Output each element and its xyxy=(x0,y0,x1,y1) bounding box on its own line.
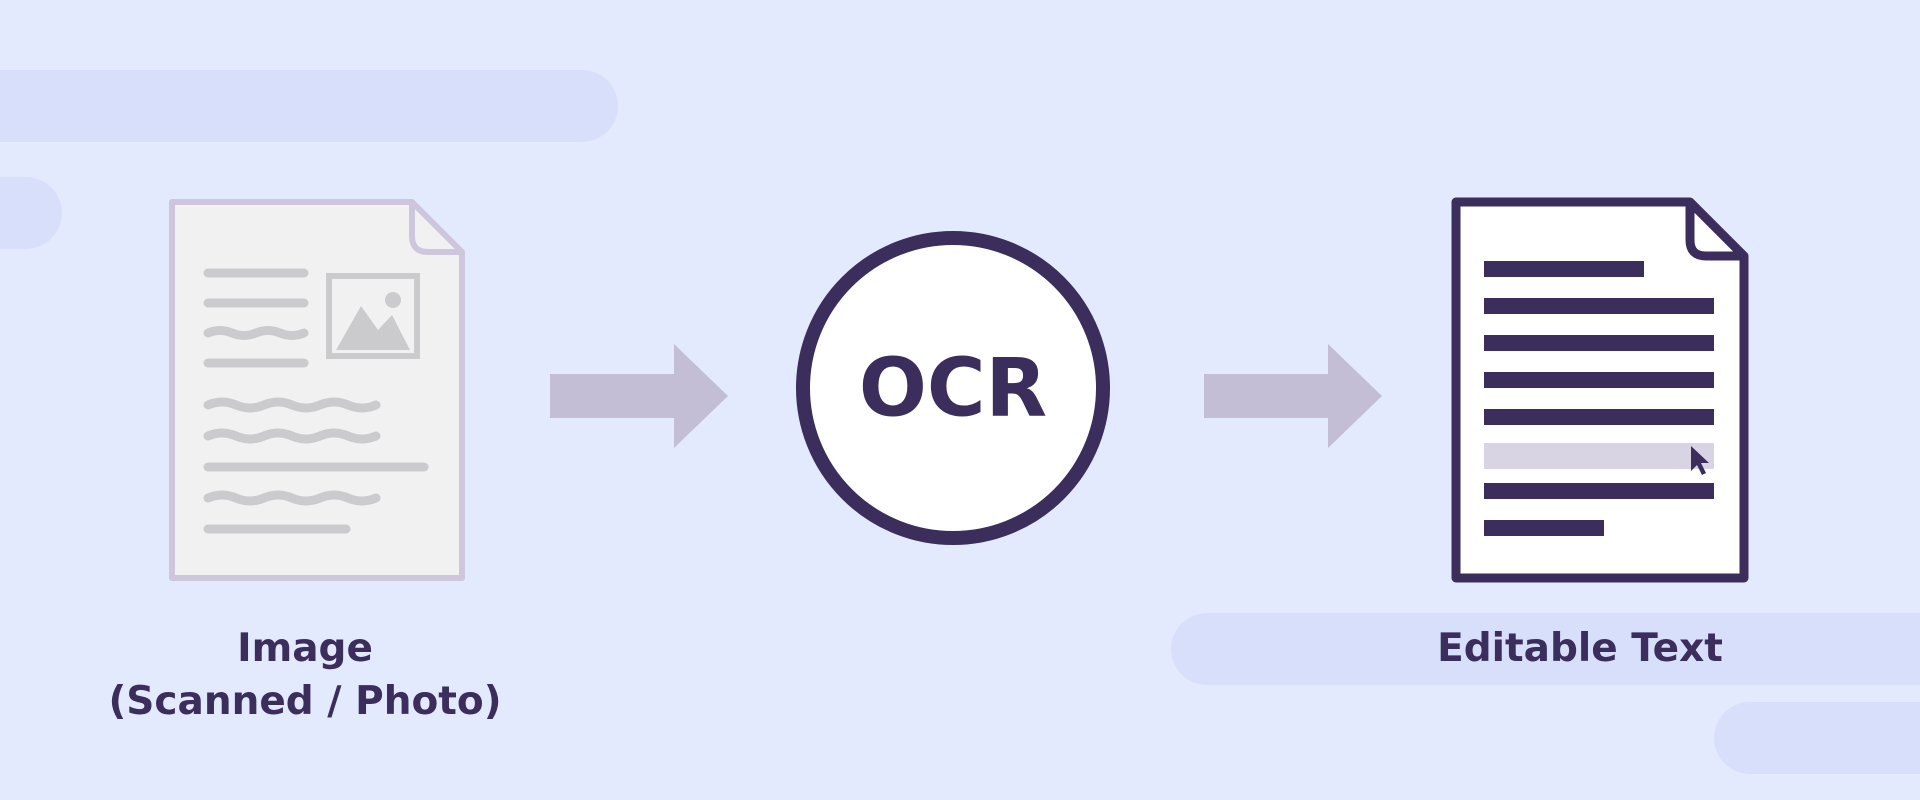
text-document-icon xyxy=(1451,197,1749,583)
scanned-document-icon xyxy=(169,199,465,581)
ocr-circle-icon xyxy=(796,231,1110,545)
decorative-pill xyxy=(1171,613,1920,685)
output-caption-text: Editable Text xyxy=(1437,626,1723,671)
arrow-right-icon xyxy=(1204,344,1382,448)
image-icon xyxy=(326,273,420,359)
decorative-pill xyxy=(1714,702,1920,774)
decorative-pill xyxy=(0,177,62,249)
decorative-pill xyxy=(0,70,618,142)
ocr-label: OCR xyxy=(859,342,1047,435)
input-caption-line2: (Scanned / Photo) xyxy=(108,679,502,724)
selected-line-highlight xyxy=(1484,443,1714,469)
output-caption: Editable Text xyxy=(1360,622,1800,675)
input-caption: Image (Scanned / Photo) xyxy=(40,622,570,728)
mouse-cursor-icon xyxy=(1691,446,1709,475)
input-caption-line1: Image xyxy=(237,626,373,671)
arrow-right-icon xyxy=(550,344,728,448)
